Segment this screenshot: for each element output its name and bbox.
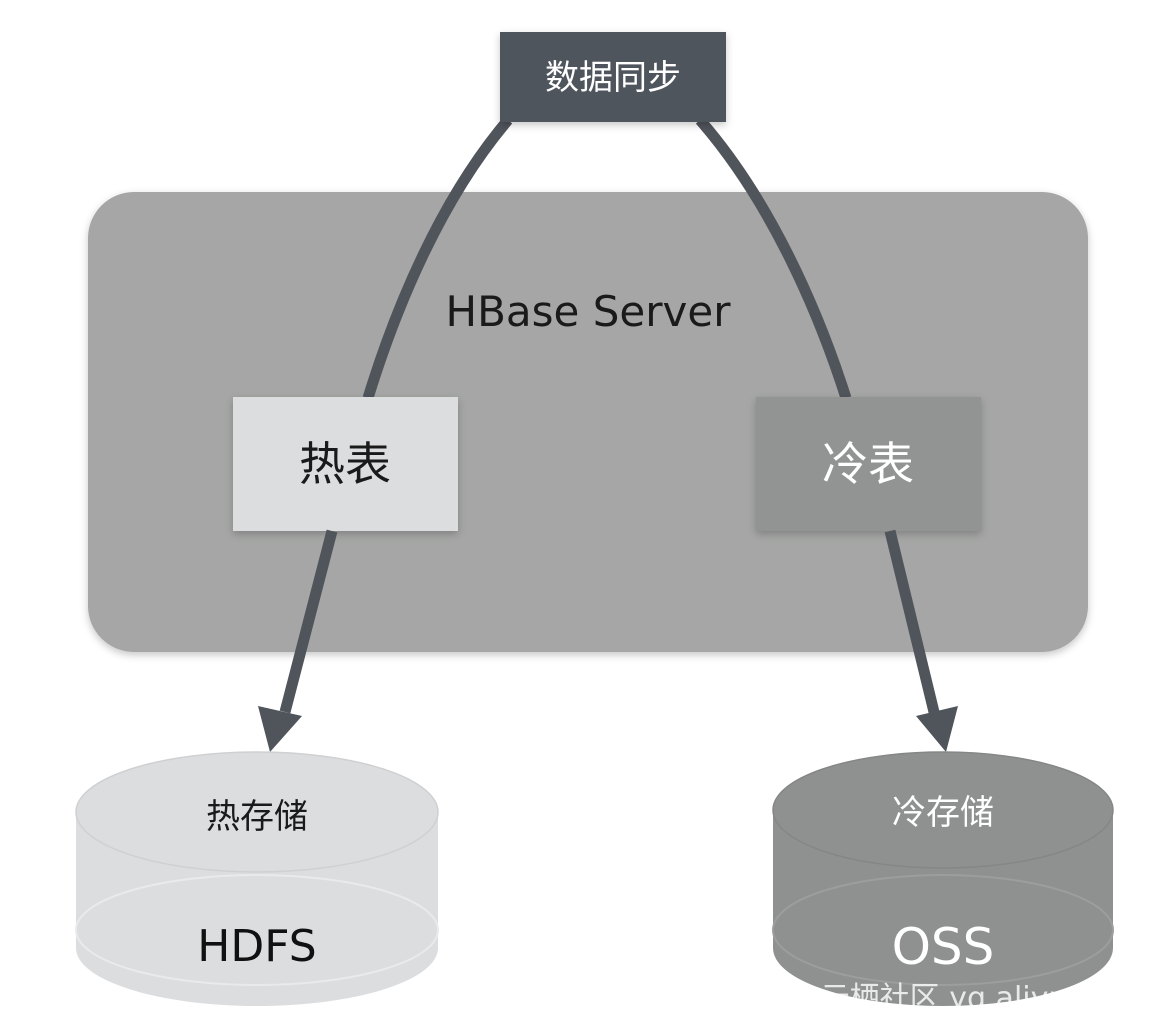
data-sync-box [500, 32, 726, 122]
cold-storage-cylinder [772, 751, 1114, 1006]
cold-table-label: 冷表 [822, 437, 914, 491]
oss-label: OSS [892, 918, 995, 976]
sync-to-hot-table-connector [362, 116, 513, 400]
hot-storage-cylinder [75, 751, 439, 1006]
hot-table-to-hdfs-arrowhead [258, 706, 302, 752]
hot-table-box [233, 397, 458, 531]
hbase-server-panel [88, 192, 1088, 652]
hot-table-to-hdfs-arrow-shaft [279, 529, 338, 714]
data-sync-label: 数据同步 [545, 58, 681, 98]
hbase-server-label: HBase Server [446, 287, 732, 336]
cold-table-to-oss-arrow-shaft [884, 529, 940, 714]
sync-to-cold-table-connector [695, 116, 852, 400]
hot-storage-title: 热存储 [206, 797, 308, 837]
watermark: 云栖社区 yq.aliyun.com [820, 981, 1160, 1016]
hot-table-label: 热表 [299, 437, 391, 491]
cold-storage-title: 冷存储 [892, 793, 994, 833]
hdfs-label: HDFS [197, 921, 316, 972]
cold-table-to-oss-arrowhead [916, 706, 958, 752]
cold-table-box [756, 397, 981, 531]
